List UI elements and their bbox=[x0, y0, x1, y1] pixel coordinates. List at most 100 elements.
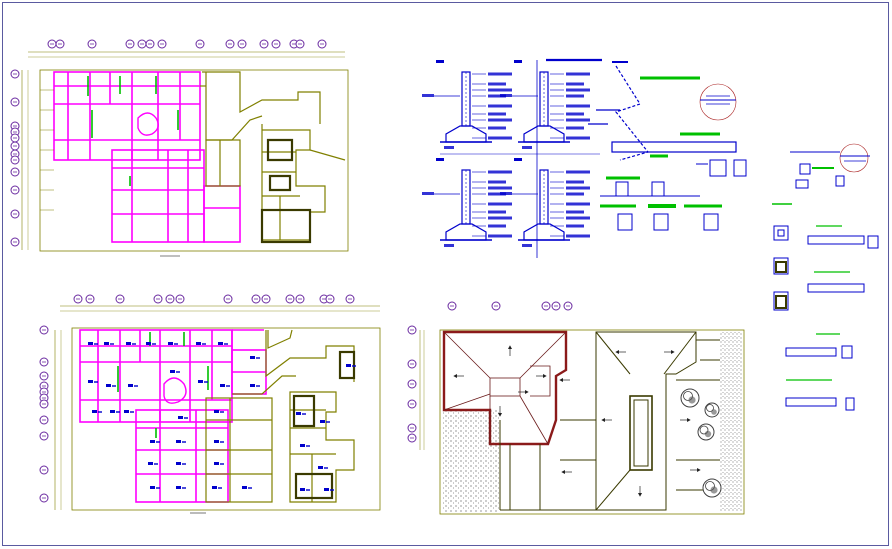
section-circle-icon bbox=[839, 143, 870, 173]
axis-marker-icon bbox=[10, 209, 20, 219]
arrow-icon bbox=[453, 373, 464, 379]
axis-marker-icon bbox=[115, 294, 125, 304]
section-circle-icon bbox=[699, 83, 737, 121]
room-label-mark bbox=[198, 380, 208, 383]
axis-marker-icon bbox=[317, 39, 327, 49]
axis-marker-icon bbox=[251, 294, 261, 304]
room-label-mark bbox=[110, 410, 120, 413]
room-label-mark bbox=[104, 342, 114, 345]
axis-marker-icon bbox=[39, 325, 49, 335]
foundation-details bbox=[422, 58, 747, 258]
axis-marker-icon bbox=[407, 379, 417, 389]
tree-icon bbox=[702, 478, 722, 498]
room-label-mark bbox=[250, 384, 260, 387]
room-label-mark bbox=[148, 462, 158, 465]
room-label-mark bbox=[176, 462, 186, 465]
room-label-mark bbox=[196, 342, 206, 345]
axis-marker-icon bbox=[165, 294, 175, 304]
axis-marker-icon bbox=[491, 301, 501, 311]
trees bbox=[680, 388, 722, 498]
room-label-mark bbox=[88, 380, 98, 383]
axis-marker-icon bbox=[39, 371, 49, 381]
room-label-mark bbox=[126, 342, 136, 345]
room-label-mark bbox=[106, 384, 116, 387]
footing-section-detail bbox=[422, 158, 512, 247]
columns bbox=[87, 76, 179, 186]
room-label-mark bbox=[150, 486, 160, 489]
room-label-mark bbox=[214, 410, 224, 413]
axis-marker-icon bbox=[295, 294, 305, 304]
room-label-mark bbox=[176, 440, 186, 443]
room-label-mark bbox=[220, 384, 230, 387]
axis-markers-top bbox=[47, 39, 327, 49]
axis-marker-icon bbox=[225, 39, 235, 49]
arrow-icon bbox=[690, 467, 701, 473]
axis-marker-icon bbox=[10, 133, 20, 143]
detail-legend bbox=[772, 143, 879, 411]
axis-marker-icon bbox=[407, 423, 417, 433]
room-label-mark bbox=[178, 416, 188, 419]
room-label-mark bbox=[318, 466, 328, 469]
arrow-icon bbox=[518, 389, 529, 395]
axis-marker-icon bbox=[541, 301, 551, 311]
axis-marker-icon bbox=[85, 294, 95, 304]
arrow-icon bbox=[507, 345, 513, 356]
room-label-mark bbox=[300, 444, 310, 447]
axis-marker-icon bbox=[10, 141, 20, 151]
axis-marker-icon bbox=[39, 357, 49, 367]
beam-grid bbox=[53, 71, 241, 243]
axis-marker-icon bbox=[407, 433, 417, 443]
axis-marker-icon bbox=[271, 39, 281, 49]
room-labels bbox=[88, 342, 356, 491]
axis-marker-icon bbox=[39, 431, 49, 441]
axis-marker-icon bbox=[407, 359, 417, 369]
tree-icon bbox=[697, 423, 715, 441]
room-label-mark bbox=[320, 420, 330, 423]
footing-section-detail bbox=[500, 60, 590, 149]
axis-marker-icon bbox=[10, 237, 20, 247]
axis-marker-icon bbox=[55, 39, 65, 49]
axis-markers-left bbox=[10, 69, 20, 247]
walls bbox=[200, 71, 346, 241]
arrow-icon bbox=[637, 486, 643, 497]
axis-marker-icon bbox=[563, 301, 573, 311]
arrow-icon bbox=[680, 417, 691, 423]
axis-marker-icon bbox=[295, 39, 305, 49]
room-label-mark bbox=[128, 384, 138, 387]
arrow-icon bbox=[664, 349, 675, 355]
room-label-mark bbox=[170, 370, 180, 373]
room-label-mark bbox=[212, 486, 222, 489]
axis-marker-icon bbox=[73, 294, 83, 304]
axis-marker-icon bbox=[175, 294, 185, 304]
room-label-mark bbox=[242, 486, 252, 489]
footing-section-detail bbox=[500, 158, 590, 247]
axis-marker-icon bbox=[39, 415, 49, 425]
tree-icon bbox=[680, 388, 700, 408]
axis-marker-icon bbox=[39, 493, 49, 503]
structure-plan bbox=[10, 39, 349, 257]
stair-detail bbox=[546, 58, 737, 161]
slope-arrows bbox=[453, 345, 701, 497]
axis-marker-icon bbox=[223, 294, 233, 304]
room-label-mark bbox=[214, 440, 224, 443]
arrow-icon bbox=[559, 377, 570, 383]
axis-marker-icon bbox=[10, 167, 20, 177]
axis-marker-icon bbox=[47, 39, 57, 49]
axis-marker-icon bbox=[551, 301, 561, 311]
room-label-mark bbox=[176, 486, 186, 489]
axis-marker-icon bbox=[125, 39, 135, 49]
arrow-icon bbox=[601, 417, 612, 423]
room-label-mark bbox=[218, 342, 228, 345]
axis-marker-icon bbox=[407, 325, 417, 335]
axis-marker-icon bbox=[10, 155, 20, 165]
axis-marker-icon bbox=[325, 294, 335, 304]
arrow-icon bbox=[536, 373, 547, 379]
room-label-mark bbox=[146, 342, 156, 345]
roof-plan bbox=[407, 301, 745, 515]
axis-marker-icon bbox=[345, 294, 355, 304]
tree-icon bbox=[704, 402, 720, 418]
room-label-mark bbox=[324, 488, 334, 491]
arrow-icon bbox=[561, 469, 572, 475]
axis-marker-icon bbox=[261, 294, 271, 304]
